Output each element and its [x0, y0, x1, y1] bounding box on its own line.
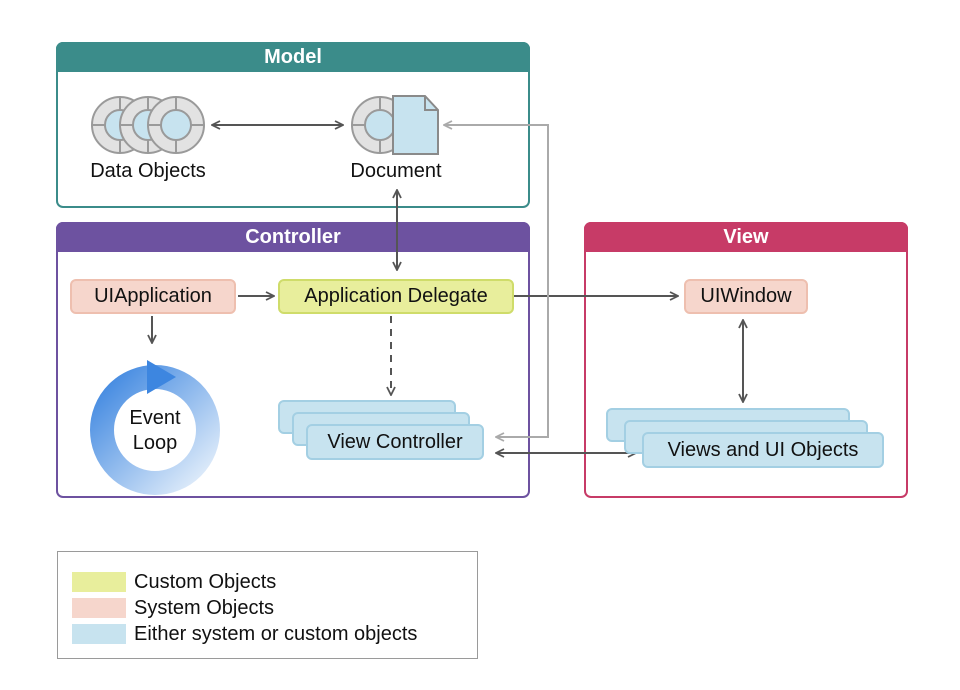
legend-item-system: System Objects [72, 597, 274, 619]
legend-item-custom: Custom Objects [72, 571, 276, 593]
data-objects-icon [91, 96, 205, 154]
legend: Custom Objects System Objects Either sys… [57, 551, 478, 659]
event-loop-label-line1: Event [129, 407, 181, 429]
legend-item-either: Either system or custom objects [72, 623, 417, 645]
view-title: View [584, 222, 908, 252]
legend-label-system: System Objects [134, 596, 275, 619]
views-ui-objects-box: Views and UI Objects [642, 432, 884, 468]
model-title: Model [56, 42, 530, 72]
legend-label-either: Either system or custom objects [134, 622, 418, 645]
legend-swatch-system [72, 598, 126, 618]
legend-swatch-either [72, 624, 126, 644]
uiwindow-box: UIWindow [684, 279, 808, 314]
document-label: Document [350, 160, 442, 182]
view-controller-box: View Controller [306, 424, 484, 460]
uiapplication-box: UIApplication [70, 279, 236, 314]
event-loop-icon [90, 360, 220, 495]
document-icon [351, 95, 439, 155]
data-objects-label: Data Objects [90, 160, 206, 182]
event-loop-label-line2: Loop [132, 432, 178, 454]
event-loop-label: Event Loop [115, 406, 195, 456]
legend-swatch-custom [72, 572, 126, 592]
application-delegate-box: Application Delegate [278, 279, 514, 314]
legend-label-custom: Custom Objects [134, 570, 277, 593]
